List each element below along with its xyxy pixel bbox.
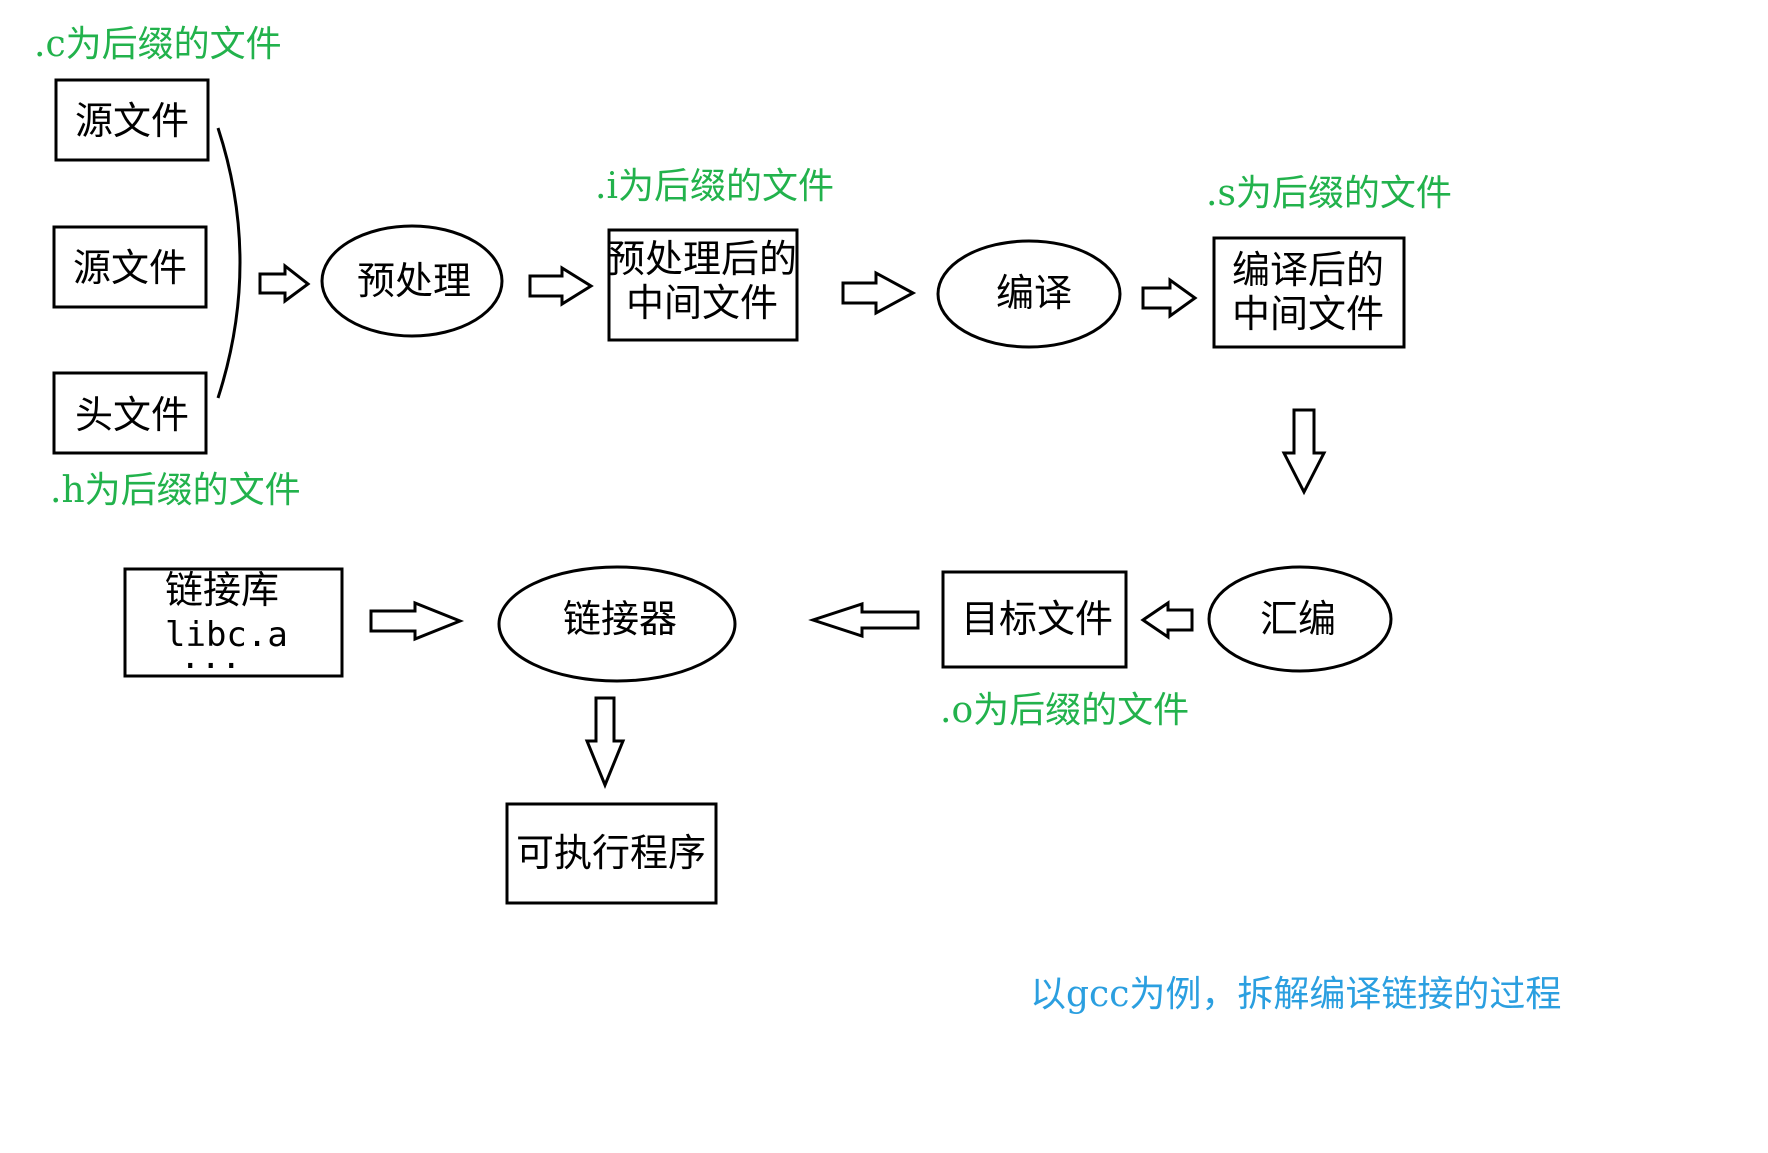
preprocess-node: 预处理 (320, 224, 504, 338)
arrow-to-executable (584, 696, 626, 789)
compiled-file-box: 编译后的 中间文件 (1212, 236, 1406, 349)
input-group-brace (216, 127, 242, 399)
source-file-box-1: 源文件 (54, 78, 210, 162)
arrow-to-preprocess (258, 262, 311, 304)
preprocessed-file-box: 预处理后的 中间文件 (607, 228, 799, 342)
library-more: ... (180, 637, 241, 677)
arrow-library-to-linker (369, 600, 465, 642)
preprocess-label: 预处理 (357, 259, 471, 303)
linker-label: 链接器 (563, 597, 677, 641)
object-file-box: 目标文件 (941, 570, 1128, 669)
assemble-label: 汇编 (1260, 597, 1336, 641)
object-file-label: 目标文件 (961, 597, 1113, 641)
linker-node: 链接器 (497, 565, 737, 683)
library-title: 链接库 (165, 568, 279, 612)
arrow-to-assemble (1281, 408, 1327, 496)
library-box: 链接库 libc.a ... (123, 567, 344, 678)
arrow-to-compile (841, 270, 917, 316)
compile-node: 编译 (936, 239, 1122, 349)
arrow-to-compiled-file (1141, 277, 1198, 319)
executable-label: 可执行程序 (516, 831, 706, 875)
source-file-2-label: 源文件 (73, 246, 187, 290)
note-i-suffix: .i为后缀的文件 (595, 166, 834, 207)
note-s-suffix: .s为后缀的文件 (1206, 173, 1452, 214)
header-file-label: 头文件 (75, 393, 189, 437)
preprocessed-file-line2: 中间文件 (626, 281, 778, 325)
compile-label: 编译 (996, 271, 1072, 315)
diagram-caption: 以gcc为例，拆解编译链接的过程 (1030, 974, 1561, 1015)
arrow-object-to-linker (808, 601, 920, 639)
arrow-to-preprocessed-file (528, 265, 594, 307)
compiled-file-line2: 中间文件 (1232, 292, 1384, 336)
header-file-box: 头文件 (52, 371, 208, 455)
note-c-suffix: .c为后缀的文件 (34, 24, 282, 65)
assemble-node: 汇编 (1207, 565, 1393, 673)
note-o-suffix: .o为后缀的文件 (940, 690, 1189, 731)
arrow-to-object-file (1140, 600, 1194, 640)
source-file-box-2: 源文件 (52, 225, 208, 309)
executable-box: 可执行程序 (505, 802, 718, 905)
preprocessed-file-line1: 预处理后的 (607, 237, 797, 281)
note-h-suffix: .h为后缀的文件 (50, 470, 301, 511)
library-name: libc.a (165, 615, 288, 655)
compiled-file-line1: 编译后的 (1232, 248, 1384, 292)
source-file-1-label: 源文件 (75, 99, 189, 143)
